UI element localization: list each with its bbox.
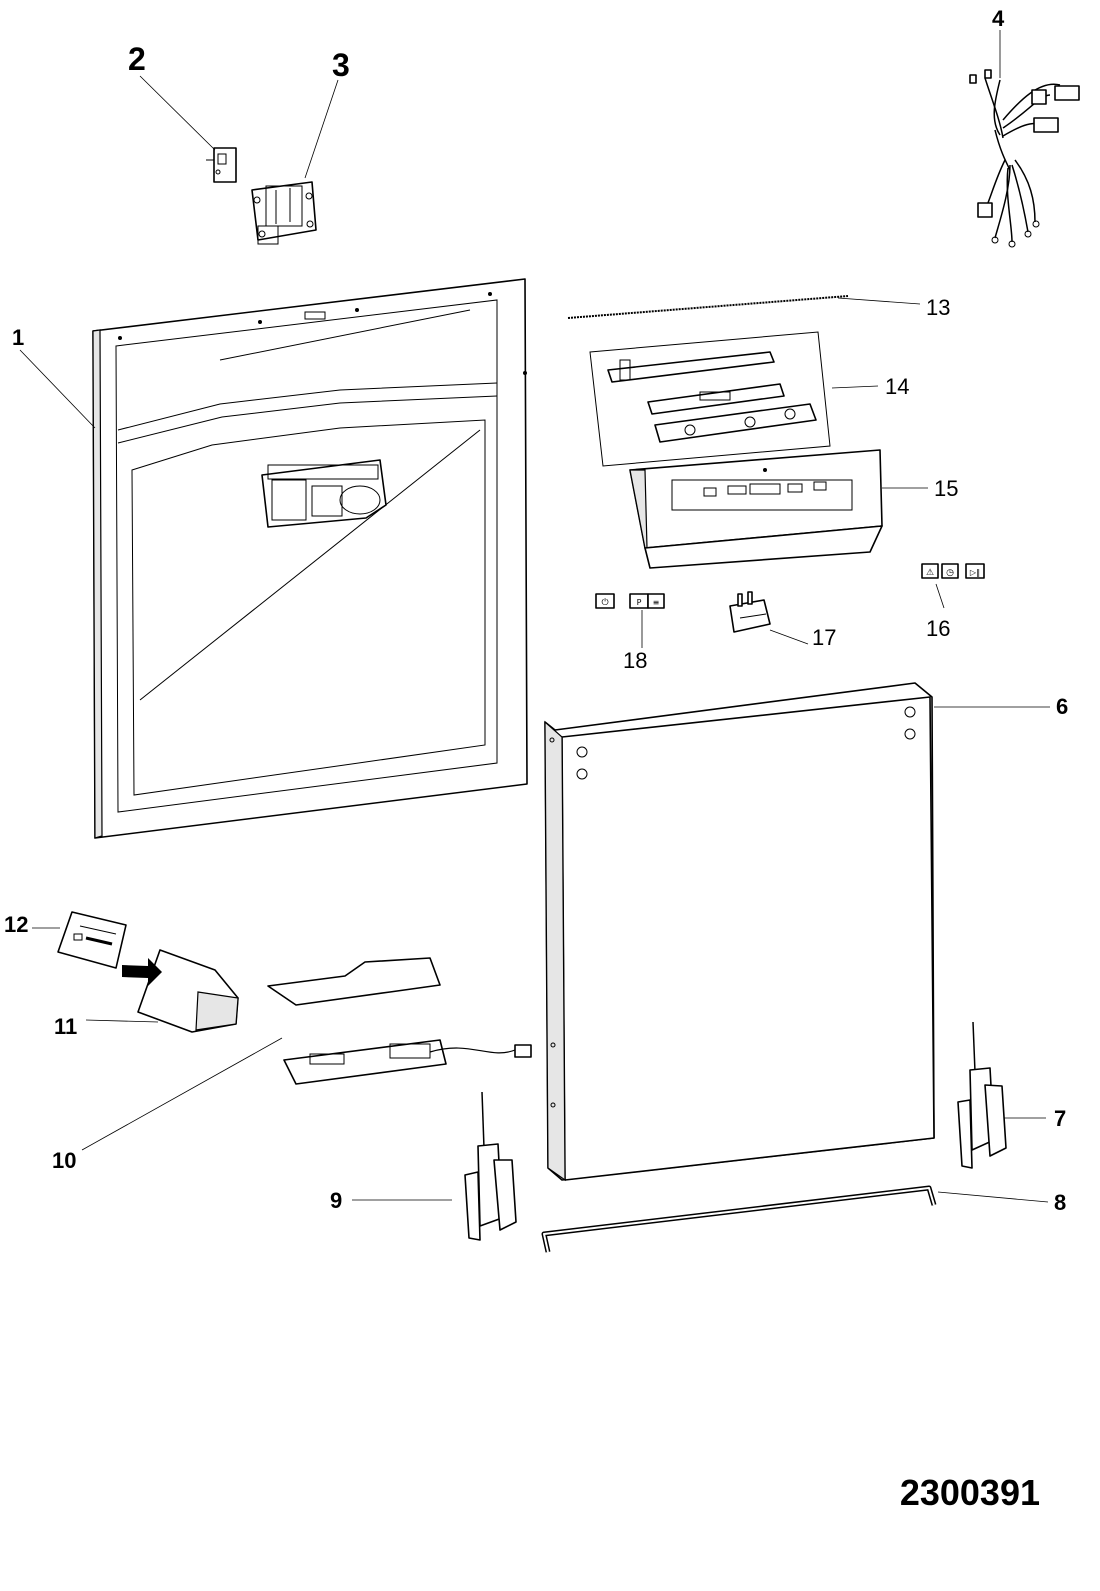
callout-7: 7 <box>1054 1106 1066 1131</box>
callout-8: 8 <box>1054 1190 1066 1215</box>
callout-14: 14 <box>885 374 909 399</box>
button-18-left-glyph: ⏻ <box>601 597 608 608</box>
callout-17: 17 <box>812 625 836 650</box>
part-8-rod <box>541 1185 937 1253</box>
part-11-module <box>122 949 239 1033</box>
button-16-mid-glyph: ◷ <box>946 568 954 578</box>
dispenser-on-door <box>261 459 387 528</box>
callout-3: 3 <box>332 47 350 83</box>
part-9-hinge-left <box>464 1091 517 1241</box>
callout-4: 4 <box>992 6 1005 31</box>
leader-lines <box>19 30 1050 1203</box>
button-18-mid-glyph: P <box>637 598 642 607</box>
part-17-connector <box>729 591 771 633</box>
part-13-seal-strip <box>567 295 849 319</box>
callout-9: 9 <box>330 1188 342 1213</box>
part-3-door-lock <box>251 181 317 245</box>
part-4-wiring-harness <box>969 69 1080 248</box>
callout-1: 1 <box>12 325 24 350</box>
callout-10: 10 <box>52 1148 76 1173</box>
part-1-inner-door <box>92 278 528 839</box>
callout-12: 12 <box>4 912 28 937</box>
callout-16: 16 <box>926 616 950 641</box>
part-12-label <box>57 911 127 969</box>
part-6-outer-door <box>544 682 935 1182</box>
callouts: 1 2 3 4 6 7 8 9 10 11 12 13 14 15 16 17 … <box>4 6 1068 1215</box>
callout-6: 6 <box>1056 694 1068 719</box>
callout-18: 18 <box>623 648 647 673</box>
part-18-buttons: ⏻ P ≡ <box>595 593 665 609</box>
part-15-control-panel <box>629 449 883 569</box>
callout-13: 13 <box>926 295 950 320</box>
part-16-buttons: ⚠ ◷ ▷‖ <box>921 563 985 579</box>
part-2-microswitch <box>206 147 237 183</box>
drawing-number: 2300391 <box>899 1472 1040 1513</box>
callout-2: 2 <box>128 41 146 77</box>
button-16-right-glyph: ▷‖ <box>970 568 980 577</box>
button-18-right-glyph: ≡ <box>653 598 660 607</box>
callout-11: 11 <box>54 1014 77 1039</box>
button-16-left-glyph: ⚠ <box>926 568 934 578</box>
part-7-hinge-right <box>957 1021 1007 1169</box>
callout-15: 15 <box>934 476 958 501</box>
part-10-pcb-assembly <box>267 957 532 1085</box>
part-14-control-board <box>589 331 831 467</box>
